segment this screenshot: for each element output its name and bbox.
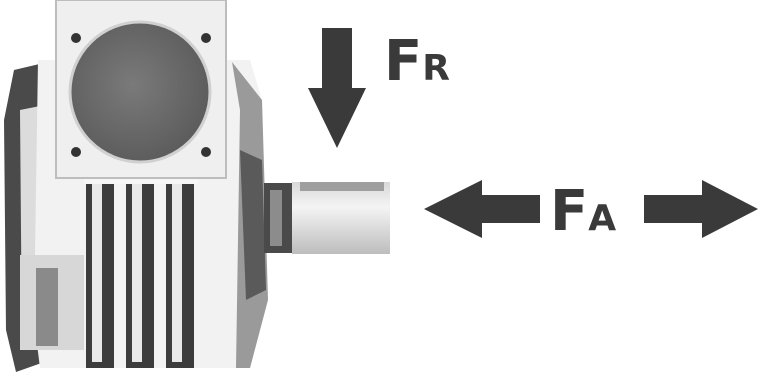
flange-bolt (201, 33, 211, 43)
axial-force-label: FA (550, 179, 616, 244)
axial-arrow-right-head (702, 180, 758, 238)
radial-force-label: FR (384, 29, 450, 94)
radial-arrow-head (308, 88, 366, 148)
flange-bolt (71, 147, 81, 157)
axial-arrow-left-head (424, 180, 482, 238)
axial-force-symbol: F (550, 179, 588, 244)
cooling-ribs (84, 176, 198, 368)
gearbox (4, 0, 268, 372)
radial-force-arrow (308, 28, 366, 148)
axial-arrow-right-shaft (644, 195, 706, 223)
motor-disc (68, 20, 212, 164)
flange-bolt (201, 147, 211, 157)
radial-arrow-shaft (322, 28, 352, 90)
axial-force-arrow-right (644, 180, 758, 238)
flange-bolt (71, 33, 81, 43)
axial-force-subscript: A (588, 198, 616, 239)
gearbox-right-shade-dark (240, 150, 266, 300)
axial-force-arrow-left (424, 180, 540, 238)
radial-force-subscript: R (422, 48, 450, 89)
shaft-key (300, 182, 384, 191)
shaft-body (292, 182, 390, 254)
shaft-collar-highlight (270, 190, 282, 246)
gearbox-lower-block-shadow (36, 268, 58, 346)
axial-arrow-left-shaft (480, 195, 540, 223)
radial-force-symbol: F (384, 29, 422, 94)
output-shaft (264, 182, 390, 254)
